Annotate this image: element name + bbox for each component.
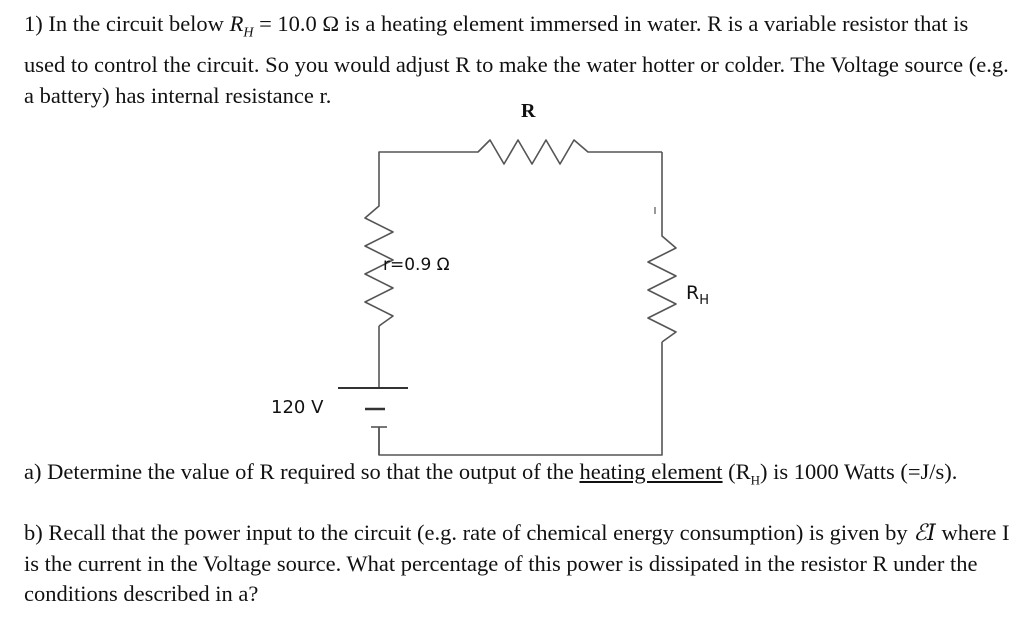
rh-value-text: = 10.0 Ω is a heating element immersed i… xyxy=(24,11,1009,108)
problem-intro-prefix: 1) In the circuit below xyxy=(24,11,224,36)
question-a: a) Determine the value of R required so … xyxy=(24,459,958,488)
heating-element-link[interactable]: heating element xyxy=(579,459,723,484)
label-internal-resistance: r=0.9 Ω xyxy=(383,255,450,275)
emf-symbol: ℰI xyxy=(913,520,936,546)
resistor-r xyxy=(455,139,662,165)
wire-top-left xyxy=(378,151,455,202)
wire-right-bottom xyxy=(378,342,663,456)
rh-symbol: RH xyxy=(229,11,254,41)
label-voltage: 120 V xyxy=(271,397,324,418)
problem-statement: 1) In the circuit below RH = 10.0 Ω is a… xyxy=(24,8,1014,111)
question-b: b) Recall that the power input to the ci… xyxy=(24,520,1010,606)
resistor-rh xyxy=(647,232,677,343)
label-rh: RH xyxy=(686,282,709,308)
resistor-internal xyxy=(364,202,394,327)
label-r: R xyxy=(521,100,536,122)
